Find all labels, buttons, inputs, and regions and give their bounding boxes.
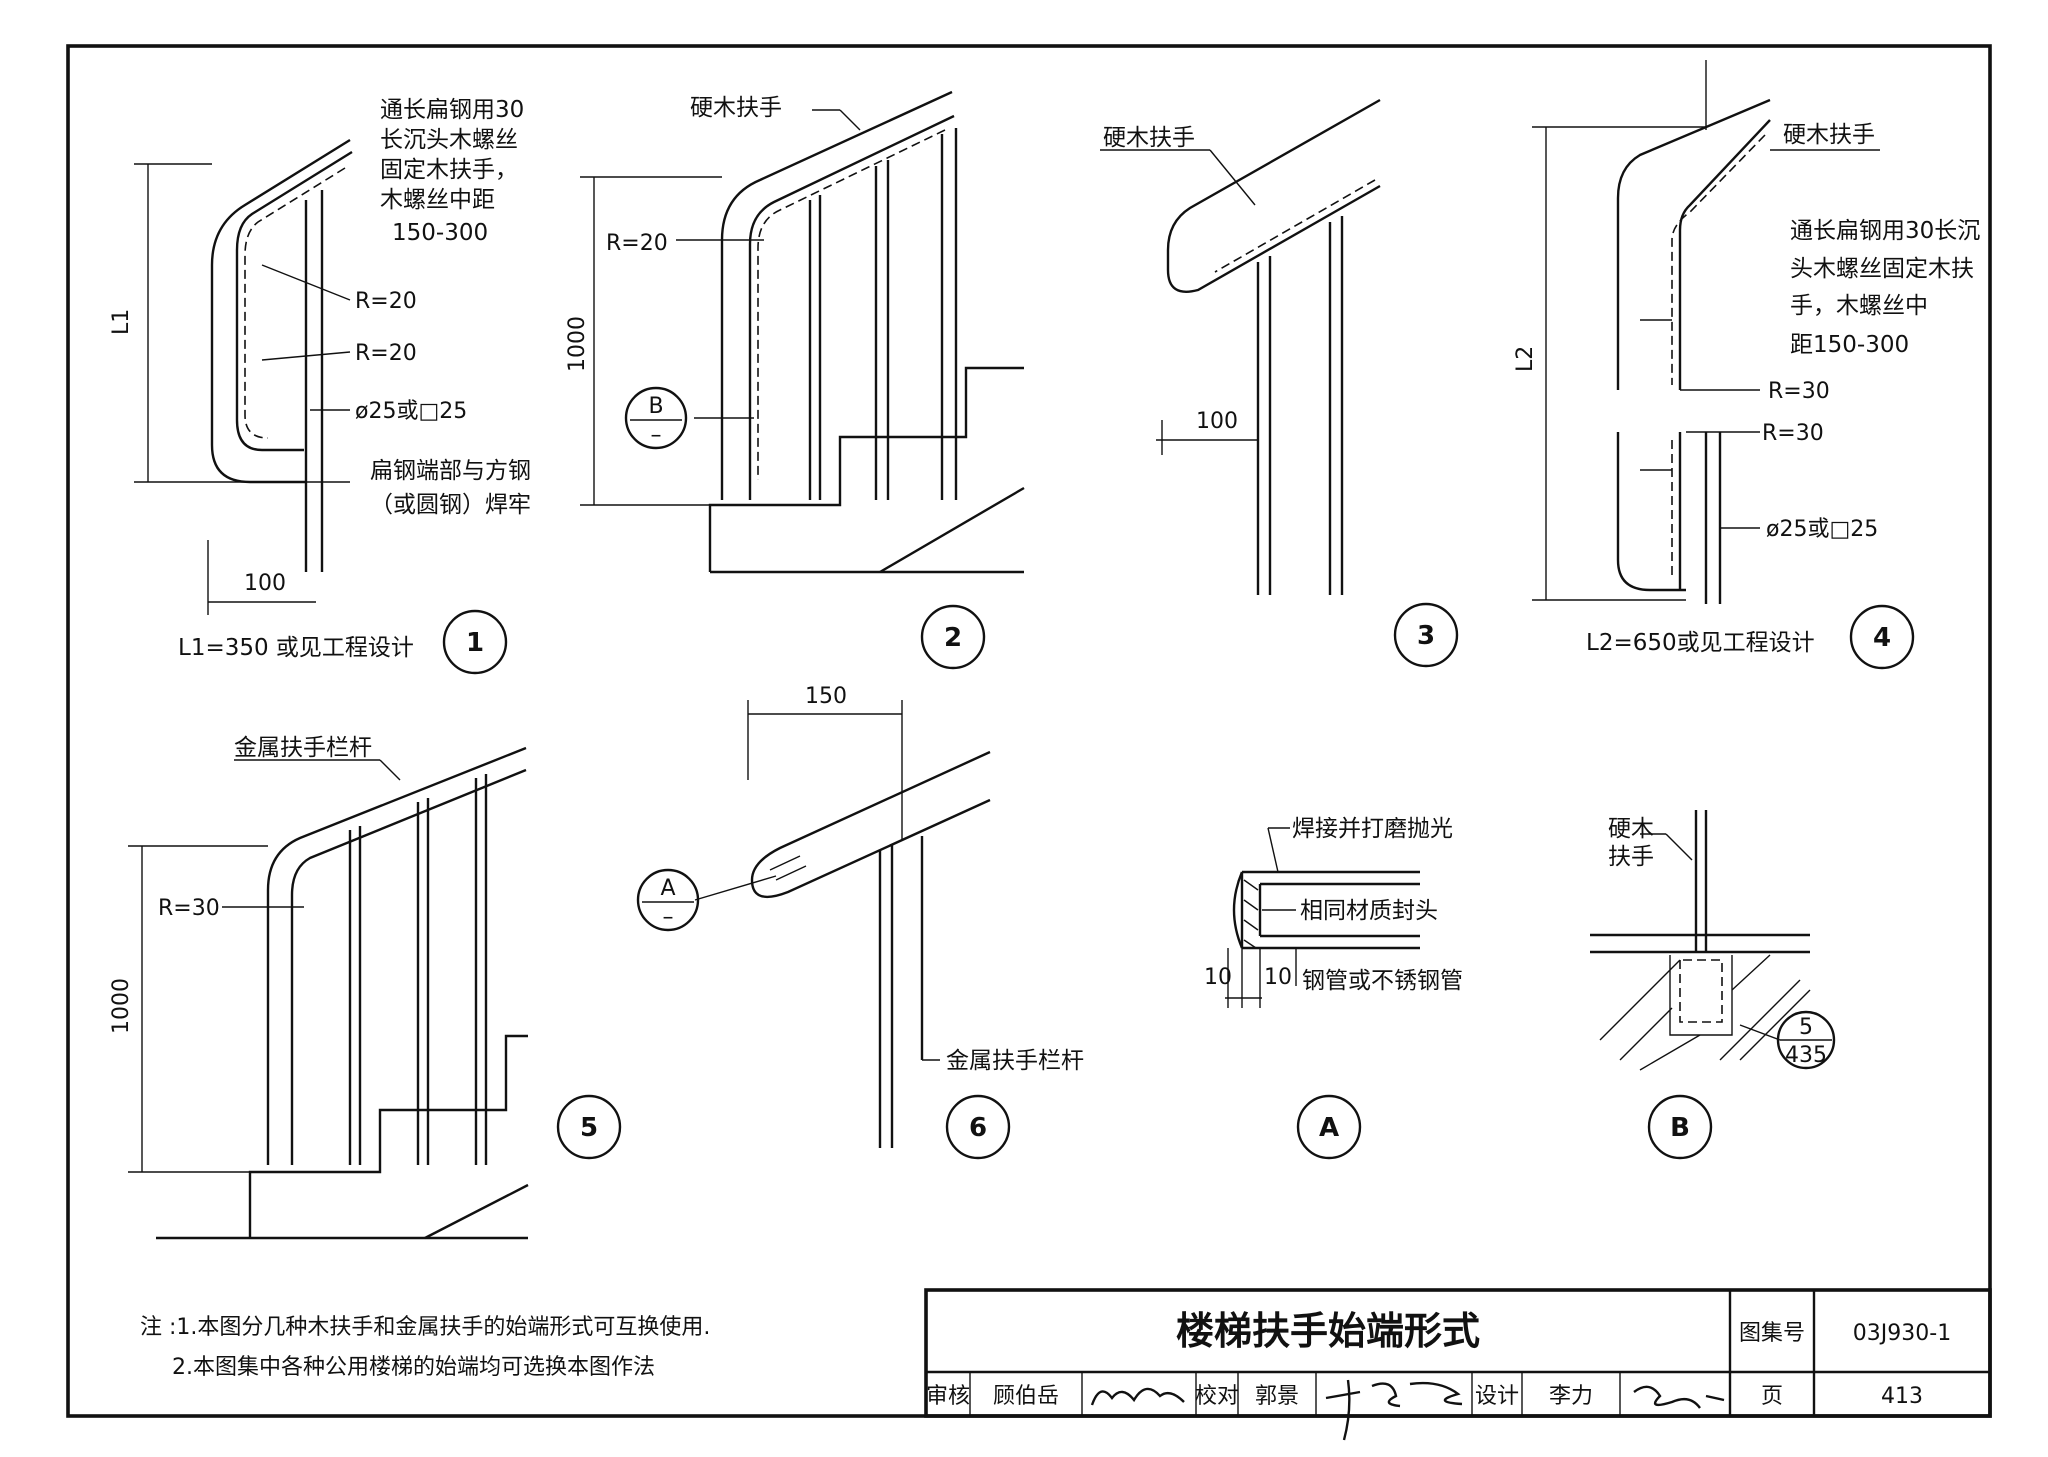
detail4-note-line-2: 头木螺丝固定木扶 [1790, 256, 1974, 282]
detail1-radius-1: R=20 [355, 289, 417, 314]
drawing-title: 楼梯扶手始端形式 [1176, 1309, 1480, 1353]
detailB-label-line-2: 扶手 [1608, 844, 1654, 870]
note-2: 2.本图集中各种公用楼梯的始端均可选换本图作法 [172, 1355, 655, 1380]
detail2-number-circle [920, 604, 986, 670]
detail2-ref-sub: – [651, 423, 662, 448]
detail1-dim-l1: L1 [109, 309, 134, 335]
detail1-number: 1 [466, 628, 484, 658]
detail4-bar-size: ø25或□25 [1766, 517, 1878, 542]
detail1-caption: L1=350 或见工程设计 [178, 635, 414, 661]
detail6-number-circle [945, 1094, 1011, 1160]
detail-1: 通长扁钢用30 长沉头木螺丝 固定木扶手， 木螺丝中距 150-300 R=20… [109, 97, 531, 675]
detail4-radius-1: R=30 [1768, 379, 1830, 404]
detail1-dim-100: 100 [244, 571, 286, 596]
detailA-cap-label: 相同材质封头 [1300, 898, 1438, 924]
detailB-label-line-1: 硬木 [1608, 816, 1654, 842]
detailA-letter: A [1319, 1113, 1339, 1143]
detailA-weld-label: 焊接并打磨抛光 [1292, 816, 1453, 842]
detail1-number-circle [442, 609, 508, 675]
detail4-number-circle [1849, 604, 1915, 670]
reviewer-name: 顾伯岳 [993, 1384, 1059, 1409]
checker-signature [1325, 1379, 1463, 1441]
detail4-radius-2: R=30 [1762, 421, 1824, 446]
page-label: 页 [1761, 1384, 1783, 1409]
detailA-dim-10a: 10 [1204, 965, 1232, 990]
detailB-index-top: 5 [1799, 1015, 1813, 1040]
title-block: 楼梯扶手始端形式 图集号 03J930-1 页 413 审核 顾伯岳 校对 郭景… [924, 1288, 1992, 1441]
detail1-note-line-1: 通长扁钢用30 [380, 97, 524, 123]
detail2-handrail-label: 硬木扶手 [690, 95, 782, 121]
detail1-note-line-2: 长沉头木螺丝 [380, 127, 518, 153]
detail4-note-line-1: 通长扁钢用30长沉 [1790, 218, 1980, 244]
designer-signature [1633, 1385, 1725, 1409]
note-1: 注 :1.本图分几种木扶手和金属扶手的始端形式可互换使用. [140, 1315, 710, 1340]
detailB-index-circle [1776, 1010, 1836, 1070]
detail6-rail-label: 金属扶手栏杆 [946, 1048, 1084, 1074]
review-label: 审核 [926, 1384, 970, 1409]
detail6-ref-bubble [636, 868, 700, 932]
detail2-number: 2 [944, 623, 962, 653]
reviewer-signature [1090, 1387, 1185, 1406]
detail2-ref-bubble [624, 386, 688, 450]
detail5-number-circle [556, 1094, 622, 1160]
detail-b: 硬木 扶手 5 435 B [1590, 810, 1836, 1160]
detail6-number: 6 [969, 1113, 987, 1143]
detail-6: 150 金属扶手栏杆 A – 6 [636, 684, 1084, 1160]
detail5-dim-1000: 1000 [109, 978, 134, 1034]
detailA-letter-circle [1296, 1094, 1362, 1160]
detail1-weld-line-2: （或圆钢）焊牢 [370, 492, 531, 518]
detail-4: 硬木扶手 通长扁钢用30长沉 头木螺丝固定木扶 手，木螺丝中 距150-300 … [1513, 60, 1980, 670]
detailA-pipe-label: 钢管或不锈钢管 [1302, 968, 1463, 994]
detail5-handrail-label: 金属扶手栏杆 [234, 735, 372, 761]
design-label: 设计 [1475, 1384, 1519, 1409]
detail1-bar-size: ø25或□25 [355, 399, 467, 424]
designer-name: 李力 [1549, 1384, 1593, 1409]
detail4-note-line-3: 手，木螺丝中 [1790, 293, 1928, 319]
detail2-radius: R=20 [606, 231, 668, 256]
detailB-letter: B [1670, 1113, 1690, 1143]
detailA-dim-10b: 10 [1264, 965, 1292, 990]
atlas-label: 图集号 [1739, 1321, 1805, 1346]
sheet-border [66, 44, 1992, 1418]
detail3-handrail-label: 硬木扶手 [1103, 125, 1195, 151]
detail3-dim-100: 100 [1196, 409, 1238, 434]
detail3-number: 3 [1417, 621, 1435, 651]
detail-a: 焊接并打磨抛光 相同材质封头 钢管或不锈钢管 10 10 A [1204, 816, 1463, 1160]
atlas-number: 03J930-1 [1853, 1321, 1951, 1346]
detail1-weld-line-1: 扁钢端部与方钢 [370, 458, 531, 484]
detailB-letter-circle [1647, 1094, 1713, 1160]
detail1-radius-2: R=20 [355, 341, 417, 366]
detail6-ref-letter: A [660, 876, 675, 901]
detail5-radius: R=30 [158, 896, 220, 921]
detail6-dim-150: 150 [805, 684, 847, 709]
detail1-note-line-5: 150-300 [392, 220, 488, 246]
detail-5: 金属扶手栏杆 R=30 1000 5 [109, 735, 622, 1240]
checker-name: 郭景 [1255, 1384, 1299, 1409]
detail2-ref-letter: B [648, 394, 663, 419]
detail4-number: 4 [1873, 623, 1891, 653]
detail1-note-line-4: 木螺丝中距 [380, 187, 495, 213]
detail5-number: 5 [580, 1113, 598, 1143]
detail-2: 硬木扶手 R=20 1000 B – 2 [565, 90, 1025, 670]
detail6-ref-sub: – [663, 905, 674, 930]
detail4-caption: L2=650或见工程设计 [1586, 630, 1815, 656]
detail4-dim-l2: L2 [1513, 346, 1538, 372]
detail-3: 硬木扶手 100 3 [1100, 98, 1459, 668]
detail4-note-line-4: 距150-300 [1790, 332, 1909, 358]
detail3-number-circle [1393, 602, 1459, 668]
check-label: 校对 [1195, 1384, 1239, 1409]
page-number: 413 [1881, 1384, 1923, 1409]
detailB-index-bottom: 435 [1785, 1043, 1827, 1068]
detail1-note-line-3: 固定木扶手， [380, 157, 518, 183]
detail4-handrail-label: 硬木扶手 [1783, 122, 1875, 148]
detail2-dim-1000: 1000 [565, 316, 590, 372]
